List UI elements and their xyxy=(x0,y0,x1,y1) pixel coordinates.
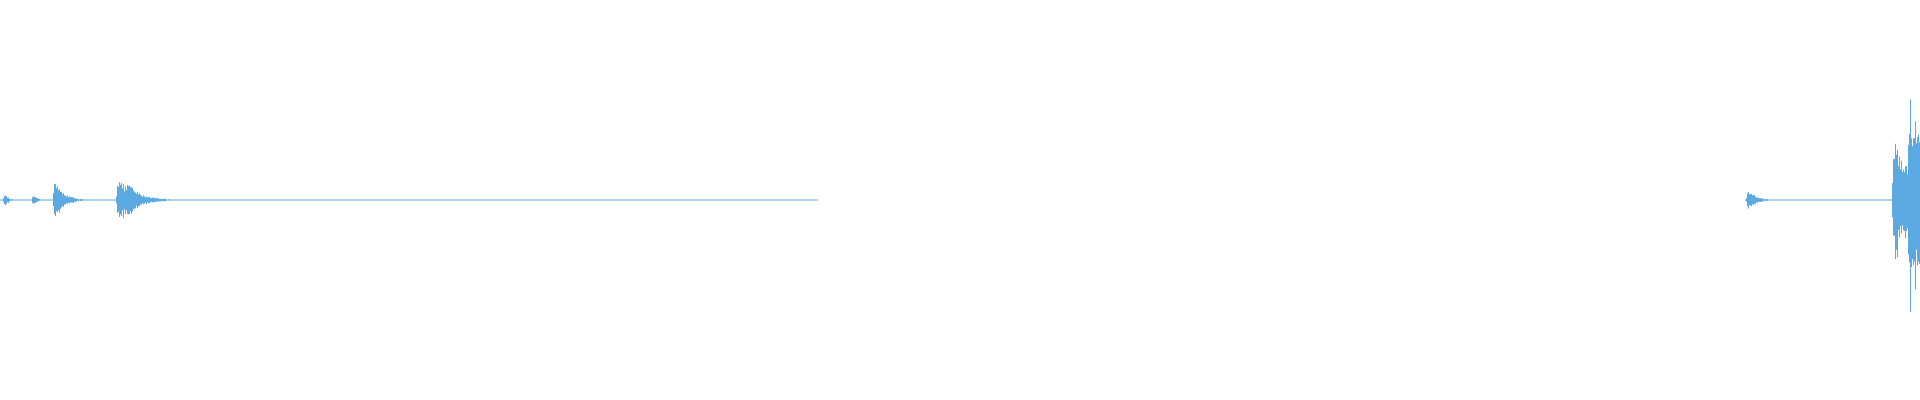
waveform-bars xyxy=(0,99,1920,312)
